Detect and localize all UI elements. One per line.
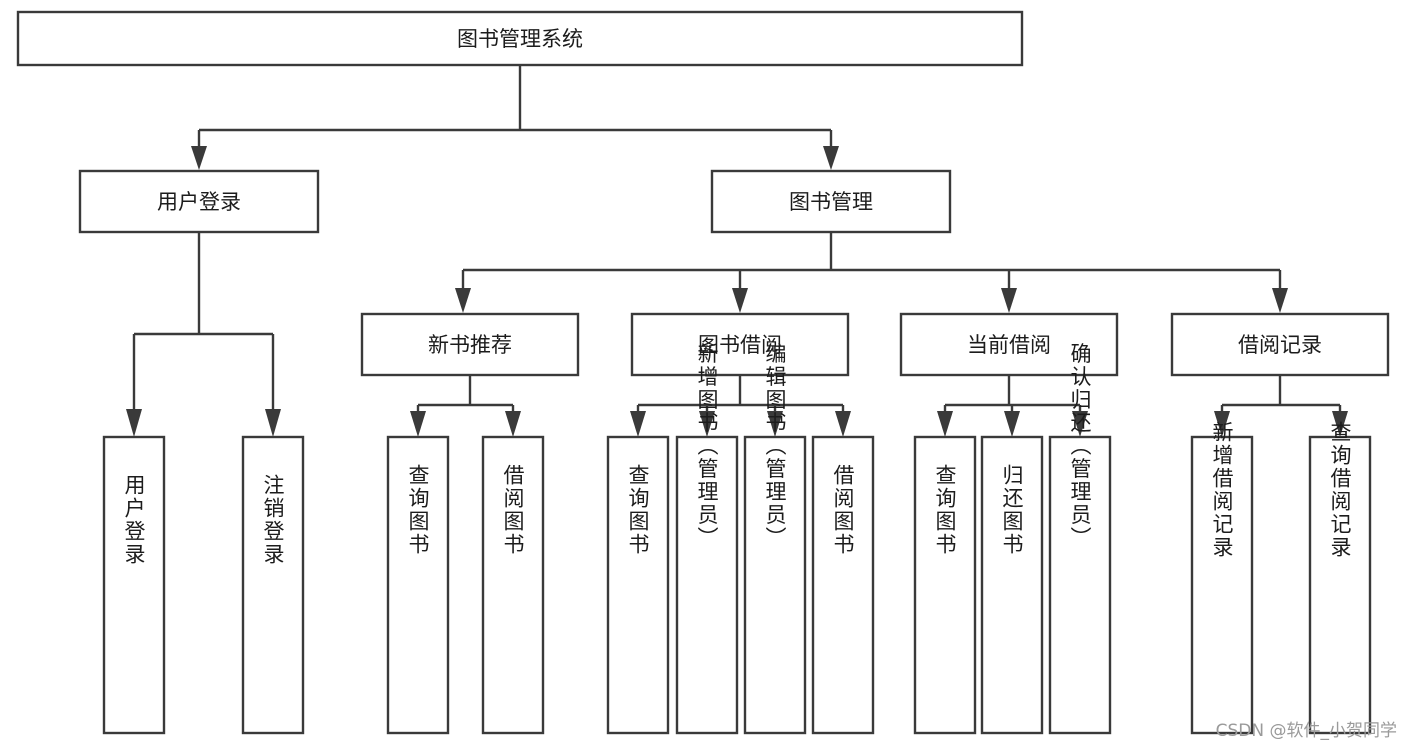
node-borrow-record-box <box>1170 312 1390 377</box>
leaf-user-login-login[interactable]: 用户登录 <box>102 435 166 735</box>
leaf-borrow-query-book-label: 查询图书 <box>626 464 650 556</box>
node-current-borrow[interactable]: 当前借阅 <box>899 312 1119 377</box>
node-new-book-recommend-box <box>360 312 580 377</box>
node-root-label: 图书管理系统 <box>457 27 583 51</box>
leaf-current-return-book-box <box>980 435 1044 735</box>
node-root-box <box>16 10 1024 67</box>
leaf-new-book-borrow-label: 借阅图书 <box>501 464 525 556</box>
leaf-record-add-record[interactable]: 新增借阅记录 <box>1190 421 1254 735</box>
leaf-current-confirm-return-box <box>1048 435 1112 735</box>
node-book-borrow-label: 图书借阅 <box>698 333 782 357</box>
leaf-borrow-edit-book-label: 编辑图书（管理员） <box>763 343 787 550</box>
arrow-borrow-leaf-1 <box>630 411 646 437</box>
arrow-newbook-leaf-2 <box>505 411 521 437</box>
node-book-management-label: 图书管理 <box>789 190 873 214</box>
node-user-login-box <box>78 169 320 234</box>
arrow-root-to-user-login <box>191 146 207 170</box>
leaf-record-add-record-box <box>1190 435 1254 735</box>
node-book-borrow-box <box>630 312 850 377</box>
leaf-record-query-record-box <box>1308 435 1372 735</box>
node-book-management-box <box>710 169 952 234</box>
leaf-new-book-query-box <box>386 435 450 735</box>
arrow-borrow-leaf-3 <box>767 411 783 437</box>
arrow-userlogin-leaf-2 <box>265 409 281 437</box>
node-root[interactable]: 图书管理系统 <box>16 10 1024 67</box>
arrow-current-leaf-1 <box>937 411 953 437</box>
arrow-borrow-leaf-4 <box>835 411 851 437</box>
leaf-record-query-record[interactable]: 查询借阅记录 <box>1308 421 1372 735</box>
arrow-newbook-leaf-1 <box>410 411 426 437</box>
arrow-record-leaf-1 <box>1214 411 1230 437</box>
leaf-borrow-query-book-box <box>606 435 670 735</box>
arrow-current-leaf-3 <box>1072 411 1088 437</box>
node-borrow-record[interactable]: 借阅记录 <box>1170 312 1390 377</box>
leaf-borrow-edit-book-box <box>743 435 807 735</box>
arrow-root-to-book-mgmt <box>823 146 839 170</box>
arrow-record-leaf-2 <box>1332 411 1348 437</box>
node-current-borrow-box <box>899 312 1119 377</box>
leaf-current-return-book[interactable]: 归还图书 <box>980 435 1044 735</box>
leaf-borrow-borrow-book-box <box>811 435 875 735</box>
leaf-current-query-book[interactable]: 查询图书 <box>913 435 977 735</box>
leaf-borrow-add-book-box <box>675 435 739 735</box>
leaf-borrow-borrow-book-label: 借阅图书 <box>831 464 855 556</box>
arrow-bookmgmt-to-newbook <box>455 288 471 313</box>
node-new-book-recommend-label: 新书推荐 <box>428 333 512 357</box>
leaf-user-login-logout-box <box>241 435 305 735</box>
arrow-bookmgmt-to-record <box>1272 288 1288 313</box>
leaf-user-login-logout-label: 注销登录 <box>261 474 285 566</box>
leaf-new-book-borrow-box <box>481 435 545 735</box>
node-user-login[interactable]: 用户登录 <box>78 169 320 234</box>
leaf-current-query-book-box <box>913 435 977 735</box>
leaf-borrow-query-book[interactable]: 查询图书 <box>606 435 670 735</box>
leaf-current-return-book-label: 归还图书 <box>1000 464 1024 556</box>
node-user-login-label: 用户登录 <box>157 190 241 214</box>
node-current-borrow-label: 当前借阅 <box>967 333 1051 357</box>
arrow-bookmgmt-to-borrow <box>732 288 748 313</box>
node-new-book-recommend[interactable]: 新书推荐 <box>360 312 580 377</box>
node-book-borrow[interactable]: 图书借阅 <box>630 312 850 377</box>
leaf-user-login-logout[interactable]: 注销登录 <box>241 435 305 735</box>
arrow-current-leaf-2 <box>1004 411 1020 437</box>
leaf-current-confirm-return[interactable]: 确认归还（管理员） <box>1048 343 1112 735</box>
leaf-borrow-edit-book[interactable]: 编辑图书（管理员） <box>743 343 807 735</box>
leaf-new-book-borrow[interactable]: 借阅图书 <box>481 435 545 735</box>
arrow-borrow-leaf-2 <box>699 411 715 437</box>
node-book-management[interactable]: 图书管理 <box>710 169 952 234</box>
leaf-current-query-book-label: 查询图书 <box>933 464 957 556</box>
leaf-borrow-borrow-book[interactable]: 借阅图书 <box>811 435 875 735</box>
leaf-user-login-login-box <box>102 435 166 735</box>
leaf-record-query-record-label: 查询借阅记录 <box>1328 421 1352 559</box>
leaf-borrow-add-book[interactable]: 新增图书（管理员） <box>675 343 739 735</box>
arrow-bookmgmt-to-current <box>1001 288 1017 313</box>
node-borrow-record-label: 借阅记录 <box>1238 333 1322 357</box>
leaf-borrow-add-book-label: 新增图书（管理员） <box>695 343 719 550</box>
edges-group <box>126 65 1348 437</box>
arrow-userlogin-leaf-1 <box>126 409 142 437</box>
leaf-record-add-record-label: 新增借阅记录 <box>1210 421 1234 559</box>
leaf-current-confirm-return-label: 确认归还（管理员） <box>1068 343 1092 550</box>
leaf-new-book-query[interactable]: 查询图书 <box>386 435 450 735</box>
leaf-user-login-login-label: 用户登录 <box>122 474 146 566</box>
leaf-new-book-query-label: 查询图书 <box>406 464 430 556</box>
